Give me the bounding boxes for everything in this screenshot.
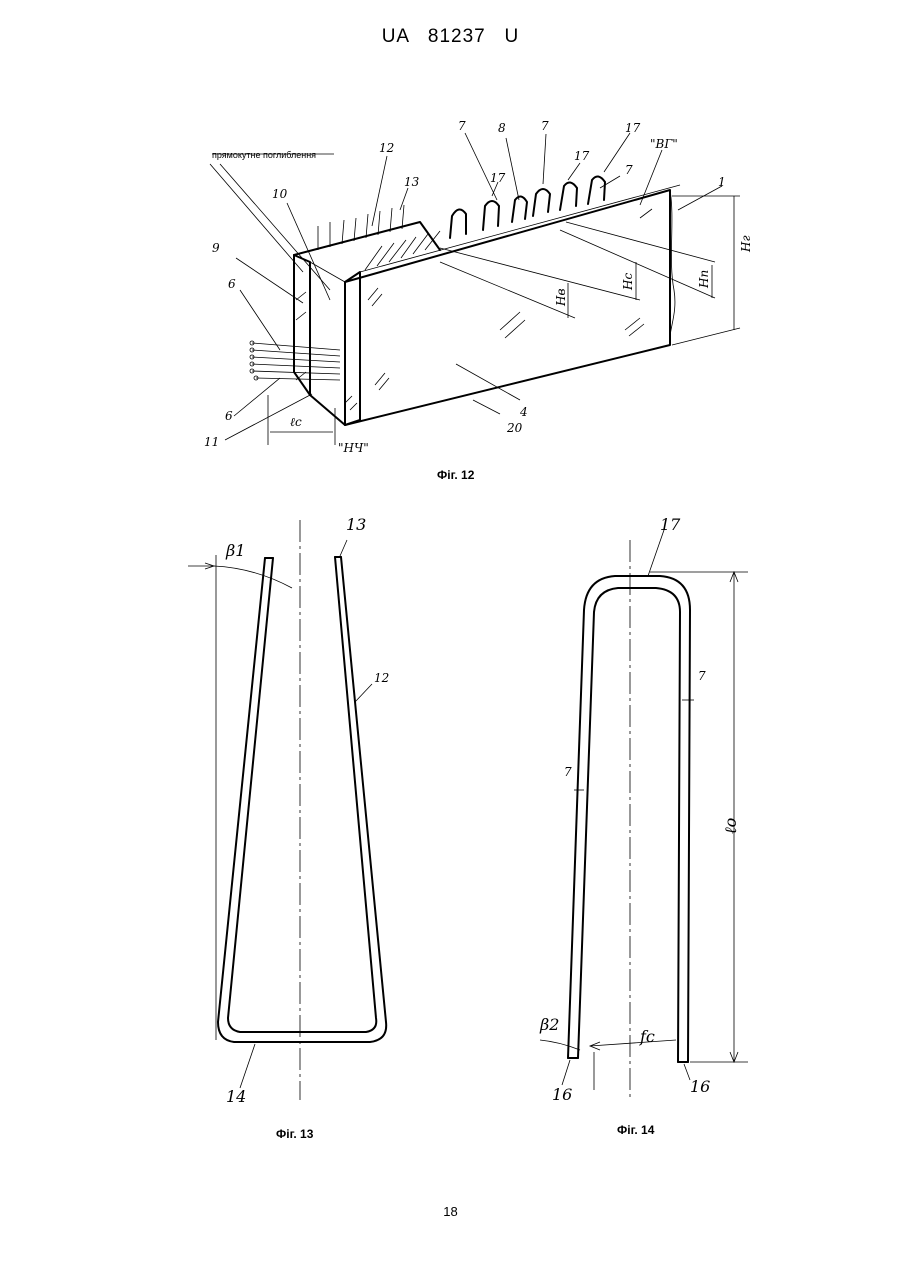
recess-bottom xyxy=(310,262,345,282)
label-beta1: β1 xyxy=(225,541,245,560)
label-7-a: 7 xyxy=(458,119,466,133)
label-7-b: 7 xyxy=(541,119,549,133)
label-16-left: 16 xyxy=(552,1085,572,1104)
label-12-fig13: 12 xyxy=(374,671,389,685)
rod-12-inner xyxy=(228,557,376,1032)
label-12: 12 xyxy=(379,141,394,155)
label-hv: Hв xyxy=(554,289,568,307)
dimension-lines xyxy=(270,196,734,432)
label-11: 11 xyxy=(204,435,219,449)
label-7-c: 7 xyxy=(625,163,633,177)
label-17-c: 17 xyxy=(490,171,506,185)
figure-12-drawing: прямокутне поглиблення 12 13 10 9 6 6 11… xyxy=(204,119,753,455)
label-10: 10 xyxy=(272,187,288,201)
label-6-bottom: 6 xyxy=(225,409,233,423)
label-17-a: 17 xyxy=(625,121,641,135)
label-7-right: 7 xyxy=(698,669,706,683)
label-recess-note: прямокутне поглиблення xyxy=(212,150,316,160)
label-beta2: β2 xyxy=(539,1015,559,1034)
label-17-fig14: 17 xyxy=(660,515,681,534)
staple-7-inner xyxy=(578,588,680,1062)
label-16-right: 16 xyxy=(690,1077,710,1096)
label-4: 4 xyxy=(519,405,528,419)
label-lc: ℓc xyxy=(290,415,302,429)
label-6-top: 6 xyxy=(228,277,236,291)
page-number: 18 xyxy=(0,1204,901,1219)
label-7-left: 7 xyxy=(564,765,572,779)
label-hp: Hп xyxy=(697,270,711,289)
label-fc: fc xyxy=(639,1027,655,1046)
label-17-b: 17 xyxy=(574,149,590,163)
label-13: 13 xyxy=(404,175,420,189)
label-hg: Hг xyxy=(739,235,753,253)
label-13-fig13: 13 xyxy=(346,515,366,534)
figure-12-caption: Фіг. 12 xyxy=(437,468,474,482)
hatch-marks xyxy=(296,209,652,410)
label-1: 1 xyxy=(718,175,726,189)
block-top-face xyxy=(360,185,680,272)
label-lo: ℓo xyxy=(721,818,740,834)
block-front-face xyxy=(345,190,670,425)
label-20: 20 xyxy=(506,421,523,435)
label-vg: "ВГ" xyxy=(650,137,678,151)
figure-13-drawing: β1 13 12 14 xyxy=(188,515,389,1106)
figure-13-caption: Фіг. 13 xyxy=(276,1127,313,1141)
leader-lines xyxy=(210,133,740,445)
block-bottom-edge xyxy=(345,345,670,425)
label-9: 9 xyxy=(212,241,220,255)
staples-7-17 xyxy=(450,176,605,238)
label-hc: Hc xyxy=(621,273,635,291)
rod-12-outer xyxy=(218,557,386,1042)
label-nch: "НЧ" xyxy=(338,441,369,455)
label-14: 14 xyxy=(226,1087,246,1106)
label-8: 8 xyxy=(498,121,506,135)
figure-14-caption: Фіг. 14 xyxy=(617,1123,654,1137)
figure-14-drawing: 17 7 7 ℓo β2 fc 16 16 xyxy=(539,515,748,1104)
block-front-edge xyxy=(345,272,360,425)
